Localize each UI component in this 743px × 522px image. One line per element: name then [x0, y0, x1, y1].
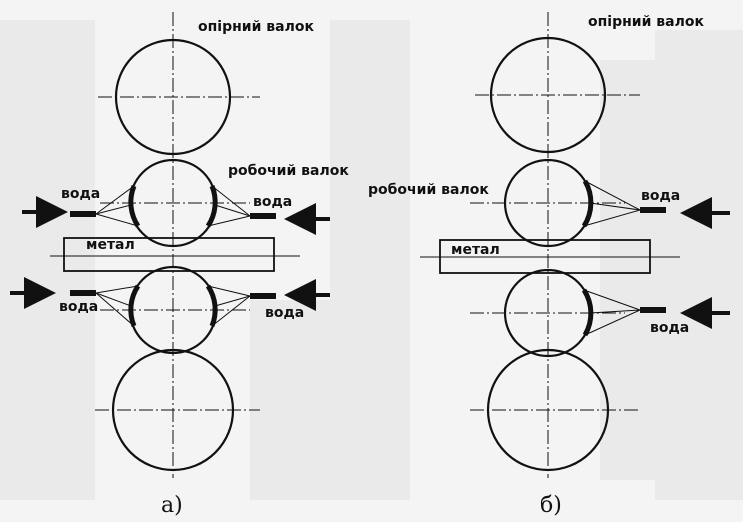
figure-a-water-lower-left-label: вода — [59, 299, 99, 315]
figure-b — [420, 12, 730, 478]
figure-a-water-upper-left-label: вода — [61, 186, 101, 202]
figure-a-bottom-work-roll-cooled-zone-left — [128, 284, 141, 327]
figure-b-nozzle-upper — [640, 207, 666, 213]
figure-b-caption: б) — [540, 493, 562, 518]
figure-a-spray-upper-right — [207, 185, 276, 227]
figure-b-spray-lower — [583, 289, 666, 336]
figure-b-water-upper-label: вода — [641, 188, 681, 204]
figure-a-spray-upper-left — [70, 185, 139, 227]
figure-b-work-roll-label: робочий валок — [368, 182, 489, 198]
figure-a-top-work-roll-cooled-zone-left — [128, 185, 141, 228]
figure-a-nozzle-upper-left — [70, 211, 96, 217]
figure-b-water-lower-label: вода — [650, 320, 690, 336]
figure-b-metal-label: метал — [451, 242, 500, 258]
figure-a-caption: а) — [161, 493, 183, 518]
figure-a-water-lower-right-label: вода — [265, 305, 305, 321]
figure-a-nozzle-upper-right — [250, 213, 276, 219]
figure-a-spray-lower-left — [70, 285, 139, 327]
figure-b-top-work-roll-cooled-zone — [581, 179, 594, 228]
figure-a-work-roll-label: робочий валок — [228, 163, 349, 179]
figure-a-water-upper-right-label: вода — [253, 194, 293, 210]
figure-b-spray-upper — [583, 180, 666, 227]
figure-a-nozzle-lower-right — [250, 293, 276, 299]
figure-a — [10, 12, 330, 478]
figure-a-nozzle-lower-left — [70, 290, 96, 296]
figure-a-backup-roll-label: опірний валок — [198, 19, 314, 35]
figure-a-top-work-roll-cooled-zone-right — [205, 185, 218, 228]
figure-b-backup-roll-label: опірний валок — [588, 14, 704, 30]
figure-b-top-backup-roll — [489, 36, 607, 154]
figure-a-bottom-work-roll-cooled-zone-right — [205, 284, 218, 327]
scan-background-noise — [0, 20, 743, 500]
figure-a-spray-lower-right — [207, 285, 276, 327]
figure-a-metal-strip — [63, 237, 275, 272]
figure-a-metal-label: метал — [86, 237, 135, 253]
figure-b-nozzle-lower — [640, 307, 666, 313]
figure-b-bottom-work-roll-cooled-zone — [581, 288, 594, 337]
